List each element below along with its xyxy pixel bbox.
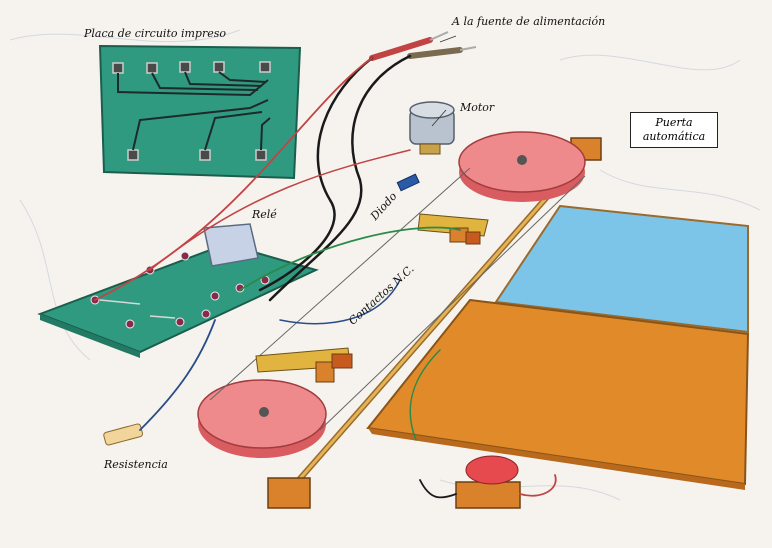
label-relay: Relé [252, 208, 277, 221]
label-door-box: Puerta automática [630, 112, 718, 148]
label-resistor: Resistencia [104, 458, 168, 471]
wire-green-2 [409, 349, 441, 441]
label-door-line1: Puerta [655, 116, 693, 129]
wire-black-3 [419, 479, 457, 499]
wire-red-3 [519, 474, 557, 497]
limit-switch-bottom [255, 347, 353, 383]
relay-board [37, 223, 319, 358]
resistor-icon [103, 423, 143, 446]
door-shadow [368, 428, 745, 490]
rail-end-bottom [267, 477, 311, 509]
pulley-bottom [197, 379, 327, 458]
wire-red-2 [149, 149, 411, 271]
motor-icon [409, 101, 455, 155]
diode-icon [396, 173, 420, 192]
label-pcb: Placa de circuito impreso [84, 27, 227, 40]
label-motor: Motor [460, 101, 495, 114]
sliding-door [366, 204, 750, 490]
wires [94, 54, 557, 499]
label-door-line2: automática [642, 130, 706, 143]
push-button [455, 455, 521, 509]
wire-black-2 [268, 54, 412, 302]
power-plug [369, 31, 477, 61]
wire-green-1 [239, 226, 461, 291]
glass-panel [494, 204, 749, 334]
belt-string [209, 167, 586, 431]
wire-red-1 [94, 57, 373, 301]
label-power: A la fuente de alimentación [452, 15, 606, 28]
pointer-lines [431, 35, 457, 127]
relay-box [203, 223, 259, 267]
pulley-top [458, 131, 586, 202]
wire-black-1 [258, 56, 374, 292]
pcb-board [98, 44, 302, 180]
wire-blue-2 [279, 279, 401, 325]
limit-switch-top [417, 213, 489, 245]
wire-blue-1 [139, 319, 216, 431]
guide-rail [267, 137, 602, 509]
